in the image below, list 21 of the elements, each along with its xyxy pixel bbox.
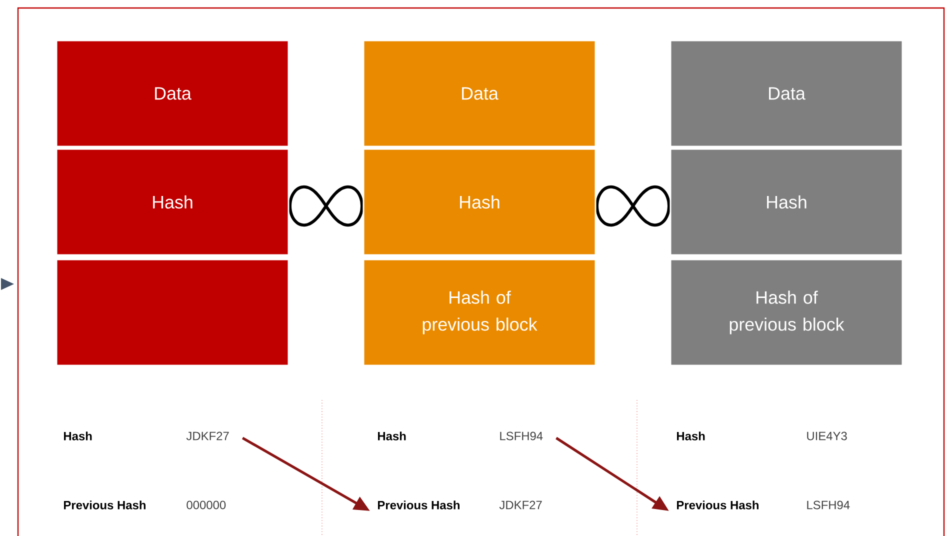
table-text: JDKF27 xyxy=(186,432,229,440)
block-cell: Hash of previous block xyxy=(362,258,596,366)
table-text: Previous Hash xyxy=(677,500,758,510)
table-text: Previous Hash xyxy=(378,500,460,510)
table-text: LSFH94 xyxy=(807,500,850,510)
table-text: JDKF27 xyxy=(499,500,542,510)
table-text: Hash xyxy=(378,432,406,440)
block-cell: Hash xyxy=(56,148,290,256)
table-text: 000000 xyxy=(186,500,226,510)
block-cell: Hash xyxy=(362,148,596,256)
table-text: Previous Hash xyxy=(64,500,146,510)
block-cell xyxy=(56,258,290,366)
table-text: LSFH94 xyxy=(500,432,543,440)
table-text: UIE4Y3 xyxy=(807,432,847,440)
block-cell: Data xyxy=(362,40,596,148)
block-cell: Hash xyxy=(670,148,904,256)
table-text: Hash xyxy=(64,432,92,440)
block-cell: Data xyxy=(670,40,904,148)
table-text: Hash xyxy=(677,432,705,440)
block-cell: Data xyxy=(56,40,290,148)
block-cell: Hash of previous block xyxy=(670,258,904,366)
